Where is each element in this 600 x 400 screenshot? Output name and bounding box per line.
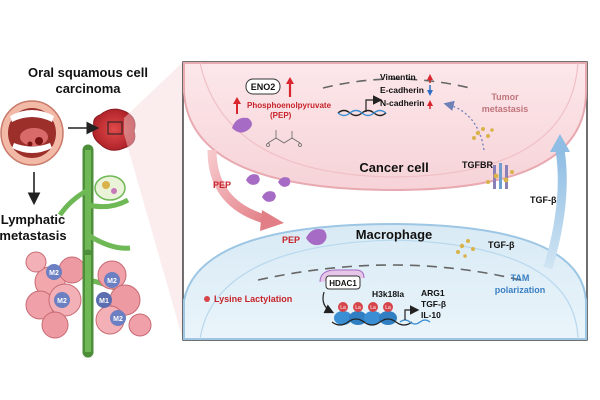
right-panel: ENO2 Phosphoenolpyruvate (PEP) Vimentin	[182, 61, 588, 341]
cell-label-4: M2	[113, 316, 123, 323]
pep-transfer-label: PEP	[213, 180, 231, 190]
tgf-beta-particles-top	[472, 127, 494, 140]
lymphatic-label-line1: Lymphatic	[1, 212, 66, 227]
zoom-wedge	[124, 62, 183, 340]
pep-transfer-molecule-1	[246, 174, 260, 185]
tam-polarization-line2: polarization	[495, 285, 546, 295]
gene-tgf-beta: TGF-β	[421, 299, 446, 309]
pep-structure-icon	[266, 130, 302, 147]
nucleosome-array: La La La La	[331, 302, 413, 326]
pep-up-arrow	[233, 97, 241, 104]
tgf-beta-return-arrow	[543, 149, 567, 270]
lactylation-dot	[204, 296, 210, 302]
cancer-dna-icon	[337, 109, 387, 117]
cell-label-2: M2	[107, 278, 117, 285]
la-badge-1: La	[340, 305, 346, 311]
vimentin-up-arrow	[427, 74, 433, 80]
la-badge-3: La	[370, 305, 376, 311]
e-cadherin-down-arrow	[427, 90, 433, 96]
tumor-metastasis-line1: Tumor	[491, 92, 519, 102]
cell-label-3: M2	[57, 298, 67, 305]
la-badge-4: La	[385, 305, 391, 311]
pep-transfer-arrow	[207, 149, 270, 225]
pep-macrophage-molecule	[306, 229, 327, 246]
eno2-up-arrow	[286, 77, 294, 84]
pep-transfer-molecule-2	[262, 191, 276, 202]
tam-polarization-line1: TAM	[511, 273, 530, 283]
macrophage-nucleus-envelope	[257, 264, 521, 281]
gene-arg1: ARG1	[421, 288, 445, 298]
tgf-beta-macrophage-label: TGF-β	[488, 240, 515, 250]
signaling-dotted-arrow	[443, 100, 485, 151]
pep-cancer-label-line1: Phosphoenolpyruvate	[247, 101, 332, 110]
tgf-beta-cancer-label: TGF-β	[530, 195, 557, 205]
gene-e-cadherin: E-cadherin	[380, 85, 424, 95]
pep-molecule-icon	[232, 117, 252, 133]
gene-vimentin: Vimentin	[380, 72, 416, 82]
oscc-title-line1: Oral squamous cell	[28, 65, 148, 80]
gene-il-10: IL-10	[421, 310, 441, 320]
cancer-nucleus-envelope	[322, 78, 471, 89]
cancer-cell-title: Cancer cell	[359, 160, 428, 175]
gene-n-cadherin: N-cadherin	[380, 98, 424, 108]
oscc-title-line2: carcinoma	[55, 81, 121, 96]
tgfbr-label: TGFBR	[462, 160, 493, 170]
pep-cancer-label-line2: (PEP)	[270, 111, 292, 120]
tgf-beta-particles-bottom	[456, 239, 475, 258]
left-panel: Oral squamous cell carcinoma Lymphatic m…	[0, 62, 183, 358]
hdac1-label: HDAC1	[329, 279, 357, 288]
tumor-metastasis-line2: metastasis	[482, 104, 529, 114]
lymphatic-label-line2: metastasis	[0, 228, 67, 243]
tumor-cell-cluster: M2 M2 M2 M2 M1	[25, 249, 152, 358]
mouth-illustration	[0, 100, 64, 166]
cell-label-5: M1	[99, 298, 109, 305]
la-badge-2: La	[355, 305, 361, 311]
eno2-label: ENO2	[251, 82, 276, 92]
cell-label-1: M2	[49, 270, 59, 277]
tgfbr-receptor-icon	[486, 163, 514, 189]
pep-macrophage-label: PEP	[282, 235, 300, 245]
lysine-lactylation-label: Lysine Lactylation	[214, 294, 292, 304]
n-cadherin-up-arrow	[427, 100, 433, 106]
h3k18la-label: H3k18la	[372, 289, 404, 299]
pep-transfer-molecule-3	[278, 177, 291, 187]
macrophage-membrane	[183, 222, 587, 340]
macrophage-title: Macrophage	[356, 227, 433, 242]
